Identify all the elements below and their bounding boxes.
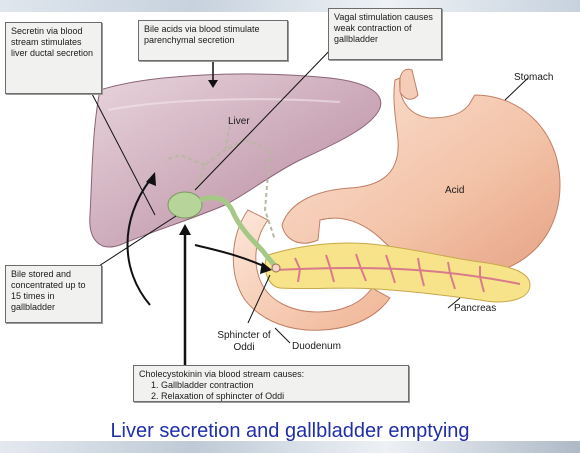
stomach-label: Stomach [514, 72, 553, 84]
sphincter-of-oddi-mark [272, 264, 280, 272]
secretin-callout: Secretin via blood stream stimulates liv… [5, 22, 102, 94]
cck-title: Cholecystokinin via blood stream causes: [139, 369, 403, 380]
vagal-stimulation-callout: Vagal stimulation causes weak contractio… [328, 8, 442, 60]
gallbladder-shape [168, 192, 202, 218]
bile-acids-callout: Bile acids via blood stimulate parenchym… [138, 20, 288, 61]
cck-item-1: 1. Gallbladder contraction [139, 380, 403, 391]
cck-item-2: 2. Relaxation of sphincter of Oddi [139, 391, 403, 402]
bile-stored-callout: Bile stored and concentrated up to 15 ti… [5, 265, 102, 323]
liver-label: Liver [228, 116, 250, 128]
bottom-decorative-band [0, 441, 580, 453]
acid-label: Acid [445, 185, 464, 197]
figure-caption: Liver secretion and gallbladder emptying [0, 420, 580, 443]
cholecystokinin-callout: Cholecystokinin via blood stream causes:… [133, 365, 409, 402]
sphincter-of-oddi-label: Sphincter of Oddi [214, 330, 274, 354]
esophagus [400, 69, 418, 99]
duodenum-label: Duodenum [292, 341, 341, 353]
pancreas-label: Pancreas [454, 303, 496, 315]
